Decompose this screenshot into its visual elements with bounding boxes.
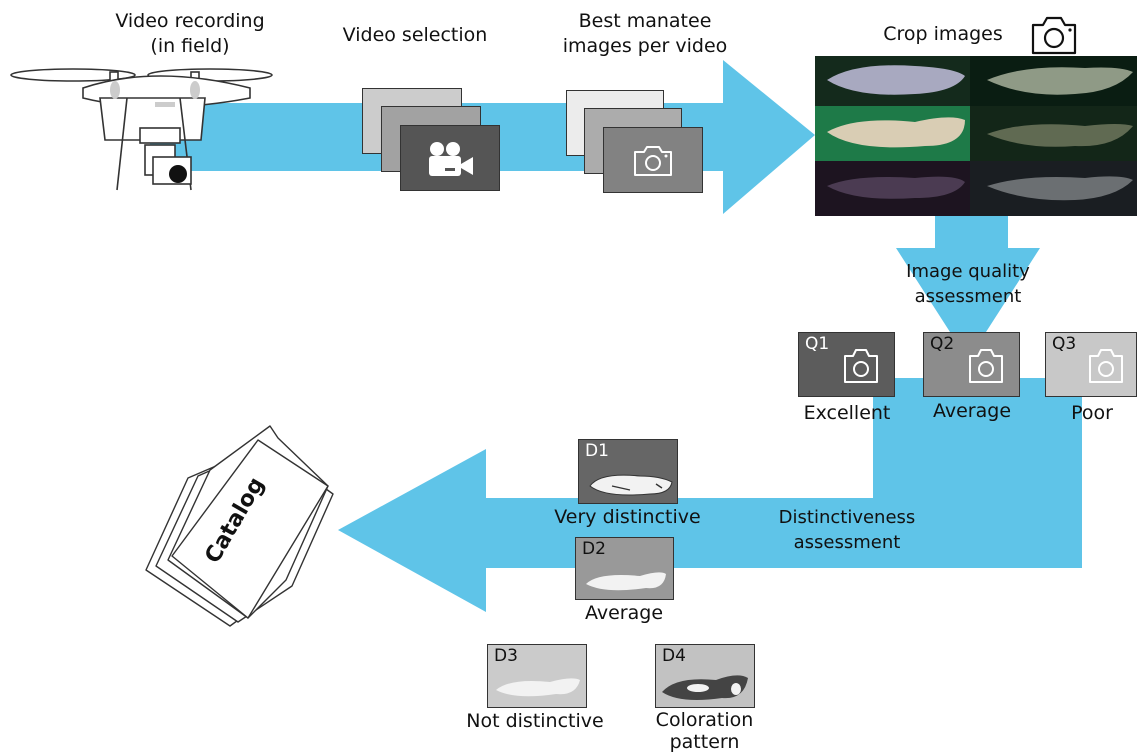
manatee-crop-4 [987, 124, 1133, 147]
quality-card-q1: Q1 [798, 332, 895, 397]
label-best-images: Best manatee images per video [555, 9, 735, 59]
label-line: Best manatee [578, 10, 712, 32]
manatee-crop-3 [827, 117, 965, 148]
manatee-crop-1 [827, 65, 965, 95]
distinct-label-very: Very distinctive [554, 506, 701, 528]
quality-label-average: Average [932, 400, 1012, 422]
quality-card-id: Q3 [1052, 334, 1077, 354]
label-line: assessment [793, 532, 901, 553]
label-crop-images: Crop images [883, 23, 1003, 45]
distinct-card-d4: D4 [655, 644, 755, 708]
video-frame-front [400, 125, 500, 191]
distinct-card-id: D1 [585, 441, 609, 461]
image-frame-front [603, 127, 703, 193]
distinct-card-d3: D3 [487, 644, 587, 708]
distinct-label-coloration: Coloration pattern [632, 709, 777, 753]
distinct-card-d1: D1 [578, 439, 678, 504]
manatee-crop-5 [827, 176, 965, 199]
label-line: assessment [914, 286, 1022, 307]
distinct-card-id: D2 [582, 539, 606, 559]
drone-illustration [10, 68, 273, 191]
distinct-label-average: Average [584, 602, 664, 624]
manatee-crop-6 [987, 176, 1133, 201]
flow-arrow-down [896, 214, 1040, 360]
distinct-label-not: Not distinctive [466, 710, 604, 732]
catalog-folder [145, 425, 334, 627]
distinct-card-id: D4 [662, 646, 686, 666]
label-line: images per video [562, 35, 728, 57]
label-line: Video recording [115, 10, 265, 32]
manatee-crop-2 [987, 67, 1133, 95]
flow-arrow-bottom [338, 449, 1082, 612]
label-line: Coloration [655, 709, 754, 731]
label-video-recording: Video recording (in field) [110, 9, 270, 59]
label-line: Image quality [906, 261, 1030, 282]
distinct-card-d2: D2 [575, 537, 674, 600]
quality-label-excellent: Excellent [803, 402, 891, 424]
quality-card-id: Q2 [930, 334, 955, 354]
label-line: (in field) [150, 35, 230, 57]
crop-camera-icon [1031, 16, 1077, 55]
label-distinctiveness: Distinctiveness assessment [757, 505, 937, 555]
label-line: Distinctiveness [778, 507, 916, 528]
quality-card-id: Q1 [805, 334, 830, 354]
label-image-quality: Image quality assessment [888, 259, 1048, 309]
quality-card-q2: Q2 [923, 332, 1020, 397]
quality-label-poor: Poor [1071, 402, 1113, 424]
video-camera-icon [429, 142, 473, 176]
label-line: pattern [669, 731, 740, 753]
camera-icon [634, 146, 672, 176]
cropped-images-grid [815, 56, 1137, 216]
label-video-selection: Video selection [342, 24, 488, 46]
distinct-card-id: D3 [494, 646, 518, 666]
quality-card-q3: Q3 [1045, 332, 1137, 397]
